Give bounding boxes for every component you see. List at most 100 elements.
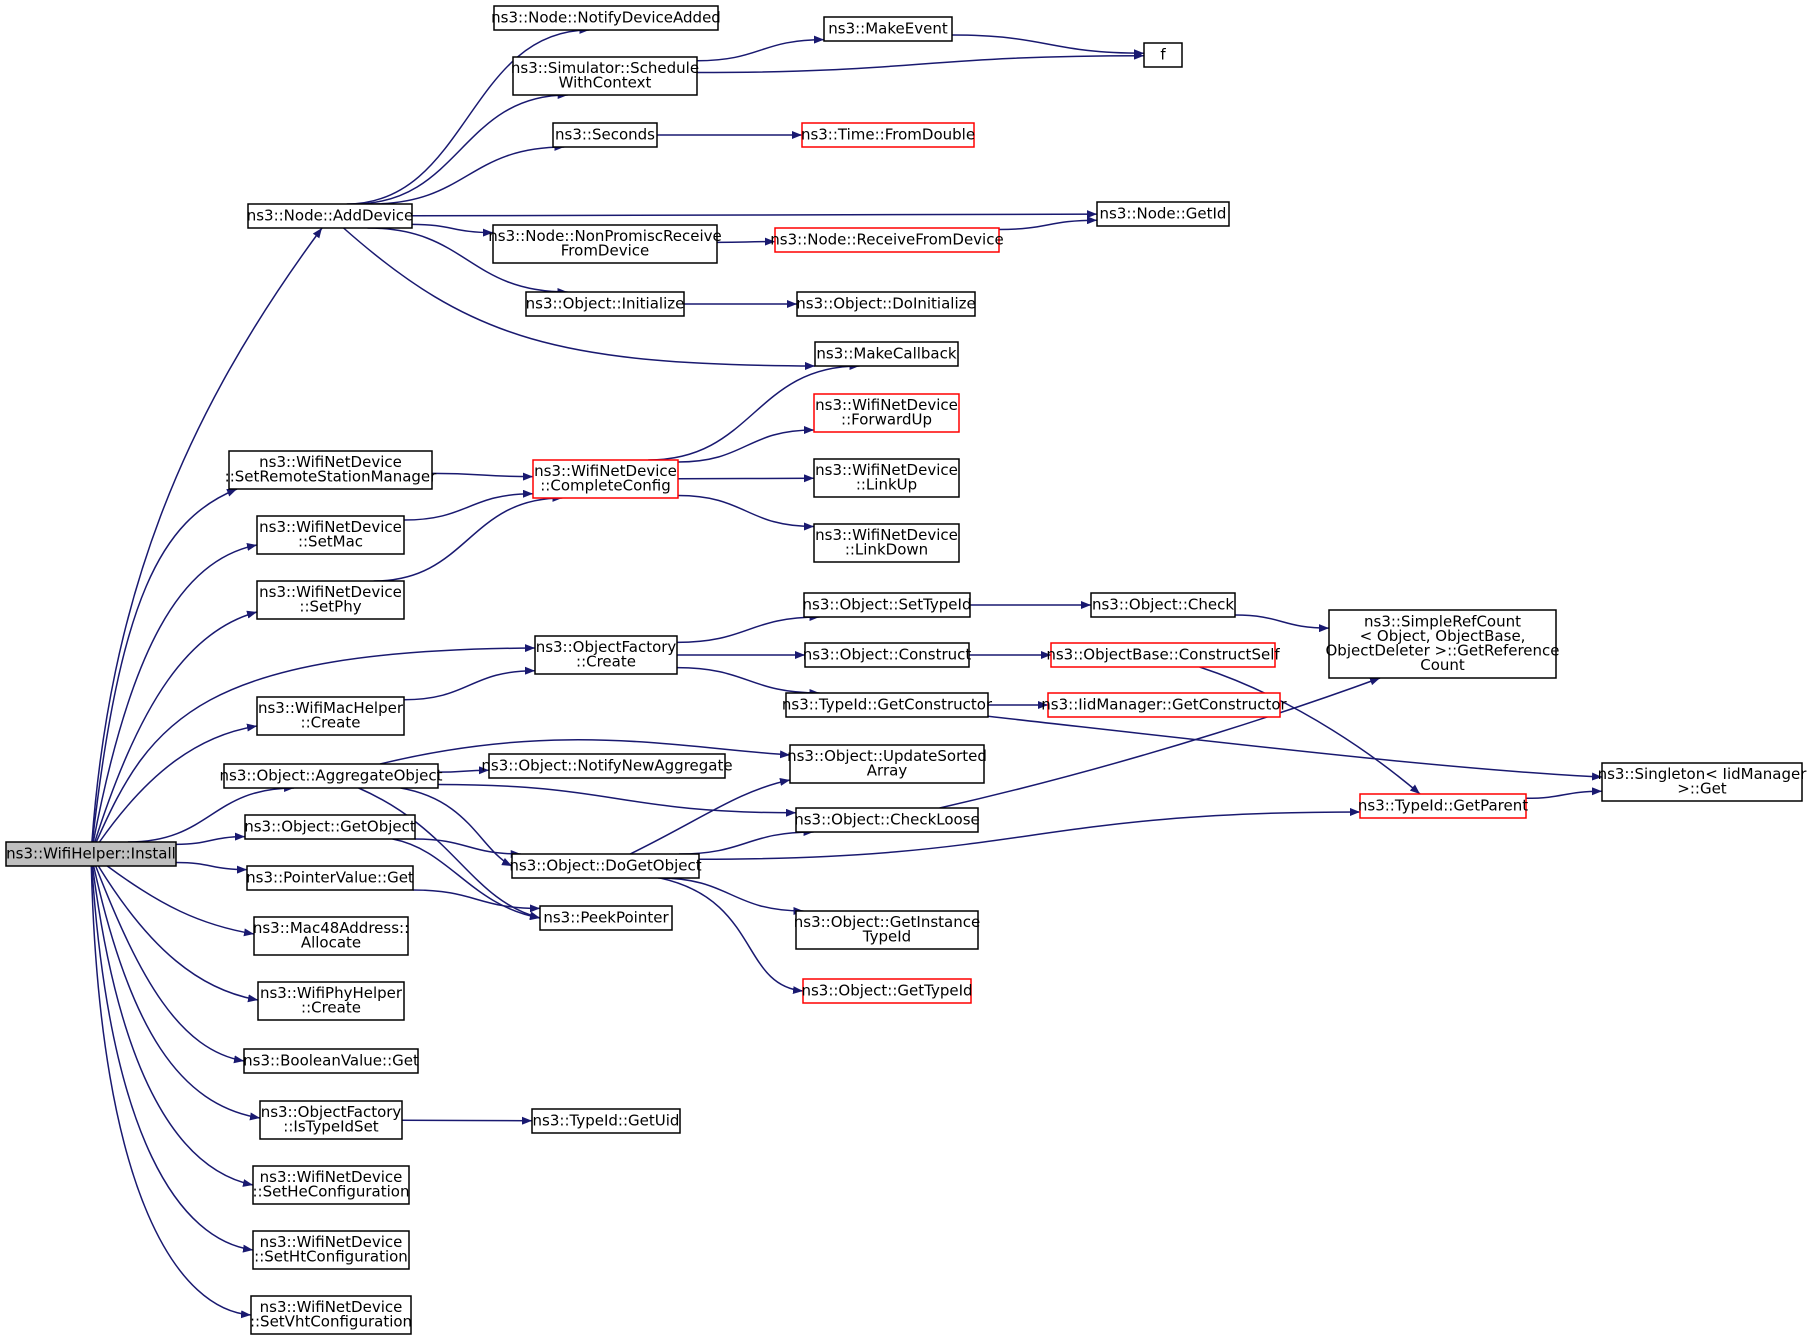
edge-doget-to-gettypeid xyxy=(659,877,804,995)
node-settypeid[interactable]: ns3::Object::SetTypeId xyxy=(803,592,972,618)
edge-install-to-setmac xyxy=(92,542,258,843)
node-peekpointer[interactable]: ns3::PeekPointer xyxy=(539,905,673,931)
node-box xyxy=(1601,762,1803,802)
node-box xyxy=(539,905,673,931)
node-box xyxy=(1090,592,1236,618)
node-install[interactable]: ns3::WifiHelper::Install xyxy=(5,841,177,867)
node-receivefromdevice[interactable]: ns3::Node::ReceiveFromDevice xyxy=(770,227,1004,253)
edge-getobject-to-peekpointer xyxy=(392,838,541,921)
node-box xyxy=(259,1100,403,1140)
edge-install-to-factorycreate xyxy=(95,644,536,843)
node-aggregate[interactable]: ns3::Object::AggregateObject xyxy=(220,763,443,789)
node-label: ns3::WifiNetDevice xyxy=(259,583,402,601)
node-label: ns3::Singleton< IidManager xyxy=(1598,765,1808,783)
node-mac48[interactable]: ns3::Mac48Address::Allocate xyxy=(253,916,409,956)
node-label: ns3::Object::Construct xyxy=(803,645,972,663)
node-label: Array xyxy=(867,762,908,780)
node-box xyxy=(801,122,975,148)
node-label: ::SetHtConfiguration xyxy=(254,1248,408,1266)
node-machelpercreate[interactable]: ns3::WifiMacHelper::Create xyxy=(256,696,405,736)
node-label: ns3::Object::GetObject xyxy=(244,817,416,835)
node-setht[interactable]: ns3::WifiNetDevice::SetHtConfiguration xyxy=(252,1230,410,1270)
node-label: ns3::WifiNetDevice xyxy=(815,461,958,479)
node-notifynewaggregate[interactable]: ns3::Object::NotifyNewAggregate xyxy=(481,753,733,779)
node-box xyxy=(223,763,439,789)
node-box xyxy=(813,393,960,433)
edge-aggregate-to-updatesorted xyxy=(379,739,791,765)
node-gettypeid[interactable]: ns3::Object::GetTypeId xyxy=(801,978,973,1004)
node-initialize[interactable]: ns3::Object::Initialize xyxy=(525,291,685,317)
node-singletonget[interactable]: ns3::Singleton< IidManager >::Get xyxy=(1598,762,1808,802)
node-objectcheck[interactable]: ns3::Object::Check xyxy=(1090,592,1236,618)
edge-install-to-phyhelpercreate xyxy=(97,865,259,1003)
node-boolget[interactable]: ns3::BooleanValue::Get xyxy=(243,1048,419,1074)
edge-completeconfig-to-linkdown xyxy=(677,494,815,531)
node-pointerget[interactable]: ns3::PointerValue::Get xyxy=(246,865,414,891)
node-label: Count xyxy=(1420,656,1465,674)
node-label: ns3::Node::GetId xyxy=(1100,204,1227,222)
node-box xyxy=(1143,42,1183,68)
node-getconstructor[interactable]: ns3::TypeId::GetConstructor xyxy=(782,692,993,718)
node-box xyxy=(813,458,960,498)
node-setmac[interactable]: ns3::WifiNetDevice::SetMac xyxy=(256,515,405,555)
node-label: ns3::Object::GetTypeId xyxy=(801,981,972,999)
edge-install-to-boolget xyxy=(94,865,245,1064)
node-adddevice[interactable]: ns3::Node::AddDevice xyxy=(247,203,414,229)
node-nodegetid[interactable]: ns3::Node::GetId xyxy=(1096,201,1230,227)
node-getuid[interactable]: ns3::TypeId::GetUid xyxy=(531,1108,681,1134)
node-notifydeviceadded[interactable]: ns3::Node::NotifyDeviceAdded xyxy=(491,5,721,31)
node-setphy[interactable]: ns3::WifiNetDevice::SetPhy xyxy=(256,580,405,620)
node-constructself[interactable]: ns3::ObjectBase::ConstructSelf xyxy=(1046,642,1280,668)
node-label: ::SetMac xyxy=(298,533,363,551)
node-sethe[interactable]: ns3::WifiNetDevice::SetHeConfiguration xyxy=(252,1165,410,1205)
node-linkdown[interactable]: ns3::WifiNetDevice::LinkDown xyxy=(813,523,960,563)
node-makecallback[interactable]: ns3::MakeCallback xyxy=(814,341,959,367)
node-box xyxy=(488,753,726,779)
node-label: TypeId xyxy=(862,928,911,946)
node-setvht[interactable]: ns3::WifiNetDevice::SetVhtConfiguration xyxy=(250,1295,412,1335)
edge-install-to-setphy xyxy=(94,610,258,843)
node-phyhelpercreate[interactable]: ns3::WifiPhyHelper::Create xyxy=(257,981,405,1021)
edge-checkloose-to-simplerefcount xyxy=(939,677,1381,809)
node-fromdouble[interactable]: ns3::Time::FromDouble xyxy=(801,122,975,148)
edge-install-to-istypeidset xyxy=(92,865,261,1121)
node-box xyxy=(5,841,177,867)
node-doget[interactable]: ns3::Object::DoGetObject xyxy=(509,853,702,879)
node-istypeidset[interactable]: ns3::ObjectFactory::IsTypeIdSet xyxy=(259,1100,403,1140)
node-iidgetconstructor[interactable]: ns3::IidManager::GetConstructor xyxy=(1041,692,1288,718)
edge-adddevice-to-initialize xyxy=(367,227,568,296)
node-linkup[interactable]: ns3::WifiNetDevice::LinkUp xyxy=(813,458,960,498)
node-label: ns3::WifiNetDevice xyxy=(815,526,958,544)
node-f[interactable]: f xyxy=(1143,42,1183,68)
node-getparent[interactable]: ns3::TypeId::GetParent xyxy=(1358,793,1528,819)
node-seconds[interactable]: ns3::Seconds xyxy=(552,122,658,148)
node-doinitialize[interactable]: ns3::Object::DoInitialize xyxy=(796,291,976,317)
node-label: ::CompleteConfig xyxy=(540,477,671,495)
node-simplerefcount[interactable]: ns3::SimpleRefCount< Object, ObjectBase,… xyxy=(1325,609,1560,679)
node-label: ::ForwardUp xyxy=(841,411,932,429)
edge-getconstructor-to-singletonget xyxy=(987,715,1603,781)
node-forwardup[interactable]: ns3::WifiNetDevice::ForwardUp xyxy=(813,393,960,433)
node-checkloose[interactable]: ns3::Object::CheckLoose xyxy=(794,807,980,833)
node-completeconfig[interactable]: ns3::WifiNetDevice::CompleteConfig xyxy=(532,459,679,499)
node-factorycreate[interactable]: ns3::ObjectFactory::Create xyxy=(534,635,678,675)
node-label: ns3::SimpleRefCount xyxy=(1364,613,1521,631)
edge-adddevice-to-nonpromisc xyxy=(411,223,494,237)
edge-getobject-to-doget xyxy=(414,838,521,858)
node-getobject[interactable]: ns3::Object::GetObject xyxy=(244,814,416,840)
node-label: ns3::Node::NonPromiscReceive xyxy=(488,227,722,245)
node-box xyxy=(823,16,953,42)
node-box xyxy=(250,1295,412,1335)
edge-constructself-to-getparent xyxy=(1199,666,1421,795)
node-box xyxy=(795,807,979,833)
node-makeevent[interactable]: ns3::MakeEvent xyxy=(823,16,953,42)
edge-adddevice-to-schedulewithcontext xyxy=(353,91,568,205)
node-setremote[interactable]: ns3::WifiNetDevice::SetRemoteStationMana… xyxy=(225,450,438,490)
node-label: >::Get xyxy=(1677,780,1727,798)
node-construct[interactable]: ns3::Object::Construct xyxy=(803,642,972,668)
